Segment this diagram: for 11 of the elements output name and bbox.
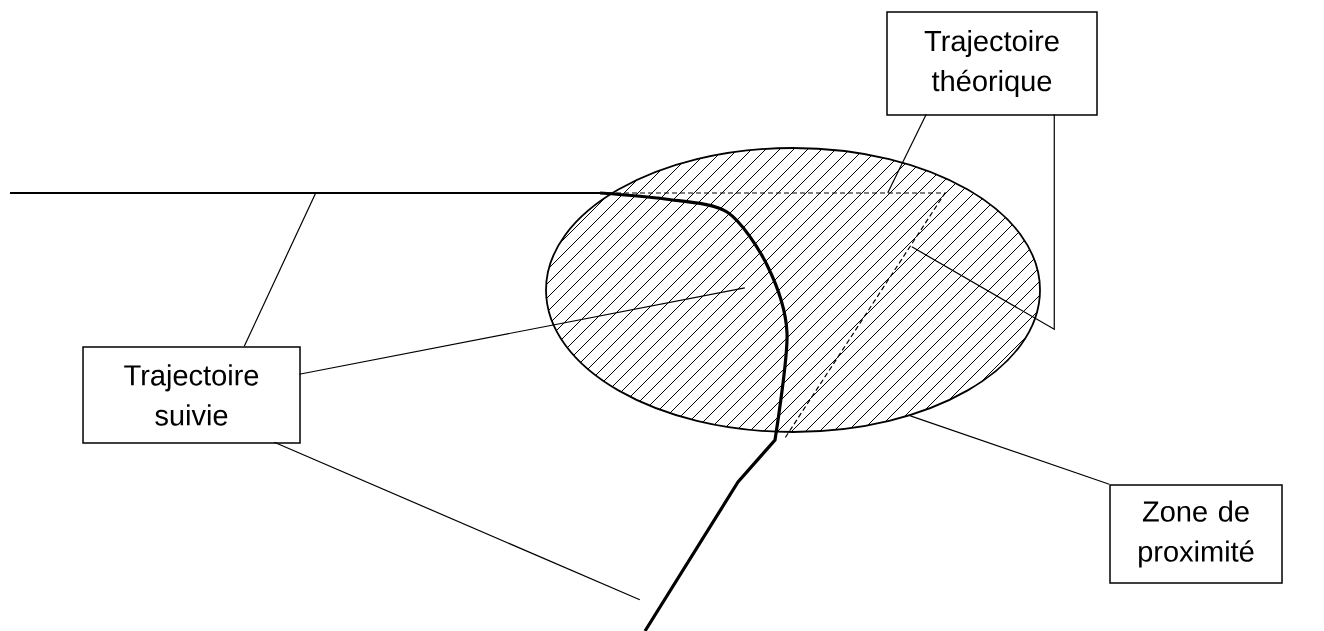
label-box: Trajectoire théorique [886, 11, 1098, 116]
label-box: Zone de proximité [1109, 484, 1283, 584]
trajectory-line [599, 191, 789, 631]
hatched-zone [545, 147, 1041, 433]
label-box: Trajectoire suivie [82, 346, 301, 444]
leader-line [298, 287, 746, 375]
leader-line [911, 113, 1055, 331]
leader-line [273, 441, 641, 601]
leader-line [243, 192, 317, 347]
trajectory-line [10, 191, 600, 195]
leader-line [909, 415, 1110, 485]
